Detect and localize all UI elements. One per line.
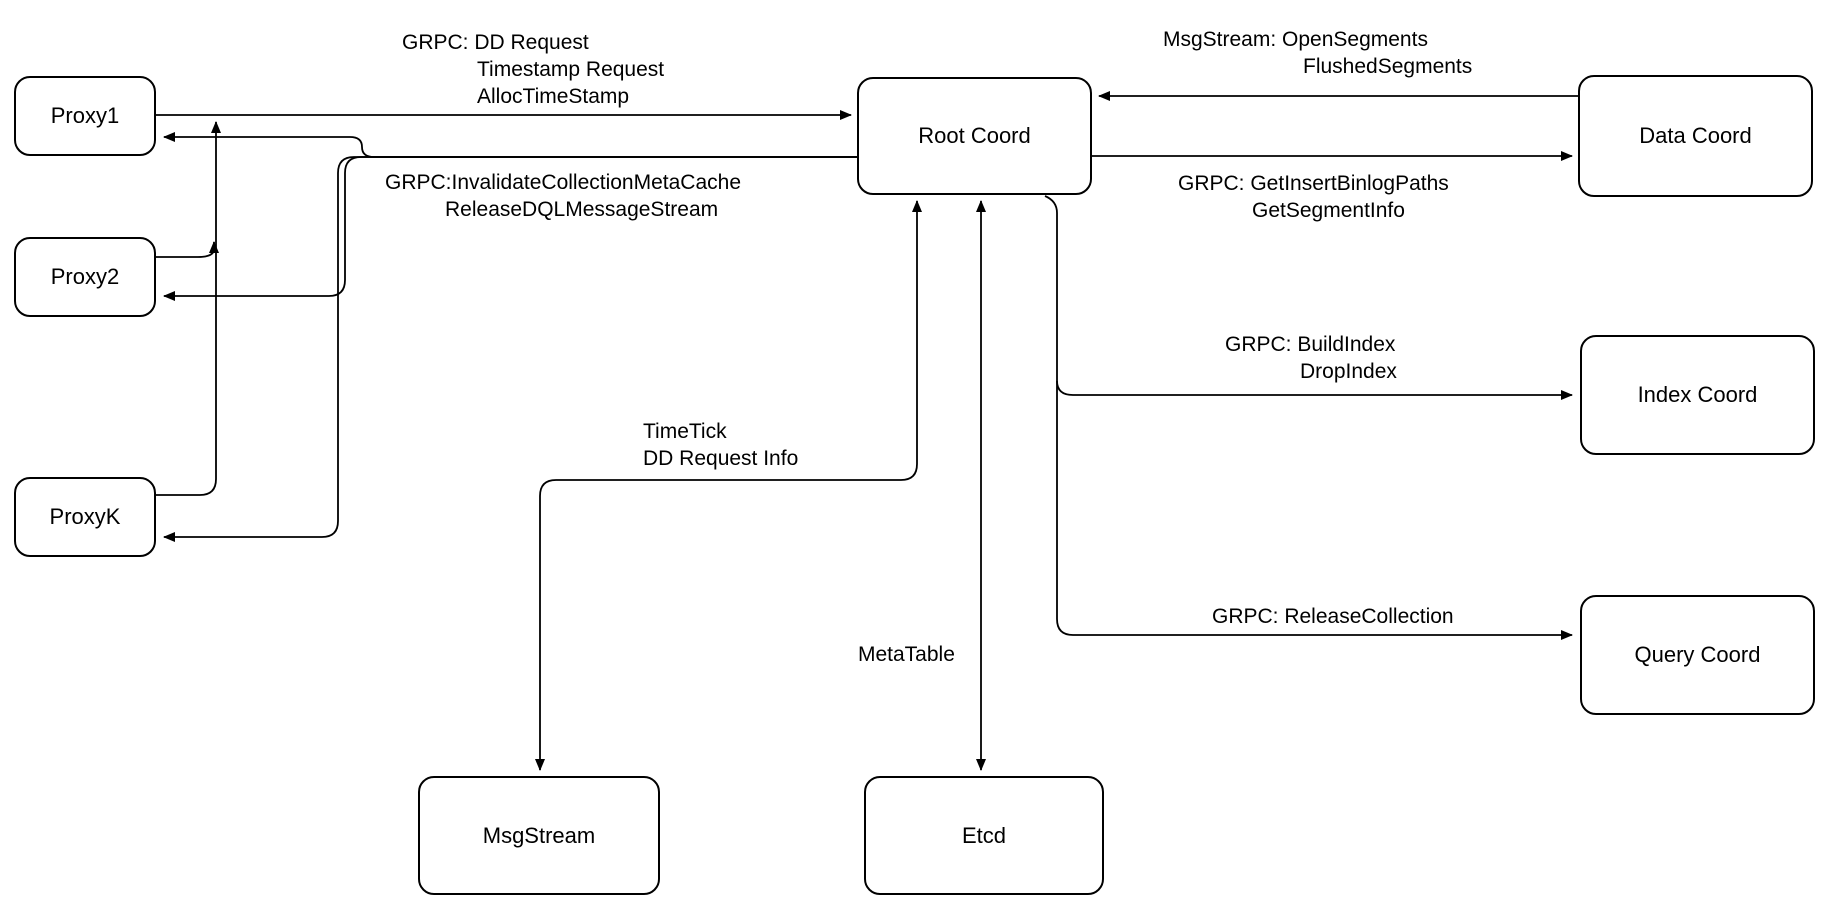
node-root-coord: Root Coord xyxy=(857,77,1092,195)
edge-label-line: GRPC:InvalidateCollectionMetaCache xyxy=(385,171,742,194)
node-query-coord: Query Coord xyxy=(1580,595,1815,715)
edge-label-line: MsgStream: OpenSegments xyxy=(1163,28,1428,51)
edge-rootcoord-msgstream-timetick xyxy=(535,200,922,771)
node-index-coord: Index Coord xyxy=(1580,335,1815,455)
edge-label-line: GRPC: GetInsertBinlogPaths xyxy=(1178,172,1449,195)
node-proxyk-label: ProxyK xyxy=(49,504,121,529)
edge-rootcoord-to-proxy1 xyxy=(163,132,857,158)
node-index-coord-label: Index Coord xyxy=(1637,382,1758,407)
edge-label-line: DropIndex xyxy=(1300,360,1397,383)
node-root-coord-label: Root Coord xyxy=(918,123,1031,148)
edge-label-line: GRPC: ReleaseCollection xyxy=(1212,605,1454,628)
edge-rootcoord-to-indexcoord xyxy=(1056,380,1573,400)
edge-rootcoord-to-proxyk xyxy=(163,156,857,542)
node-proxy2-label: Proxy2 xyxy=(50,264,120,289)
edge-label-dd-request: GRPC: DD Request Timestamp Request Alloc… xyxy=(402,29,664,110)
edge-label-time-tick: TimeTick DD Request Info xyxy=(643,418,798,472)
edge-label-open-segments: MsgStream: OpenSegments FlushedSegments xyxy=(1163,26,1472,80)
edge-label-line: Timestamp Request xyxy=(477,58,665,81)
node-proxy1: Proxy1 xyxy=(14,76,156,156)
edge-proxyk-up-trunk xyxy=(156,121,221,496)
edge-label-invalidate-collection: GRPC:InvalidateCollectionMetaCache Relea… xyxy=(385,169,741,223)
edge-label-line: TimeTick xyxy=(643,420,727,443)
edge-proxy2-up-join xyxy=(156,241,219,258)
node-proxyk: ProxyK xyxy=(14,477,156,557)
edge-label-line: GRPC: DD Request xyxy=(402,31,589,54)
node-etcd: Etcd xyxy=(864,776,1104,895)
edge-label-line: MetaTable xyxy=(858,643,955,666)
edge-label-meta-table: MetaTable xyxy=(858,641,955,668)
edge-label-get-insert-binlog: GRPC: GetInsertBinlogPaths GetSegmentInf… xyxy=(1178,170,1449,224)
edge-label-build-index: GRPC: BuildIndex DropIndex xyxy=(1225,331,1397,385)
edge-label-release-collection: GRPC: ReleaseCollection xyxy=(1212,603,1454,630)
edge-label-line: FlushedSegments xyxy=(1303,55,1473,78)
edge-label-line: GetSegmentInfo xyxy=(1252,199,1405,222)
node-query-coord-label: Query Coord xyxy=(1634,642,1761,667)
node-proxy2: Proxy2 xyxy=(14,237,156,317)
node-etcd-label: Etcd xyxy=(961,822,1007,848)
node-data-coord: Data Coord xyxy=(1578,75,1813,197)
edge-label-line: AllocTimeStamp xyxy=(477,85,630,108)
node-msgstream: MsgStream xyxy=(418,776,660,895)
edge-label-line: GRPC: BuildIndex xyxy=(1225,333,1396,356)
edge-label-line: DD Request Info xyxy=(643,447,799,470)
edge-label-line: ReleaseDQLMessageStream xyxy=(445,198,719,221)
node-proxy1-label: Proxy1 xyxy=(50,103,120,128)
node-data-coord-label: Data Coord xyxy=(1639,123,1752,148)
node-msgstream-label: MsgStream xyxy=(482,822,596,848)
edge-rootcoord-to-querycoord xyxy=(1044,195,1573,640)
